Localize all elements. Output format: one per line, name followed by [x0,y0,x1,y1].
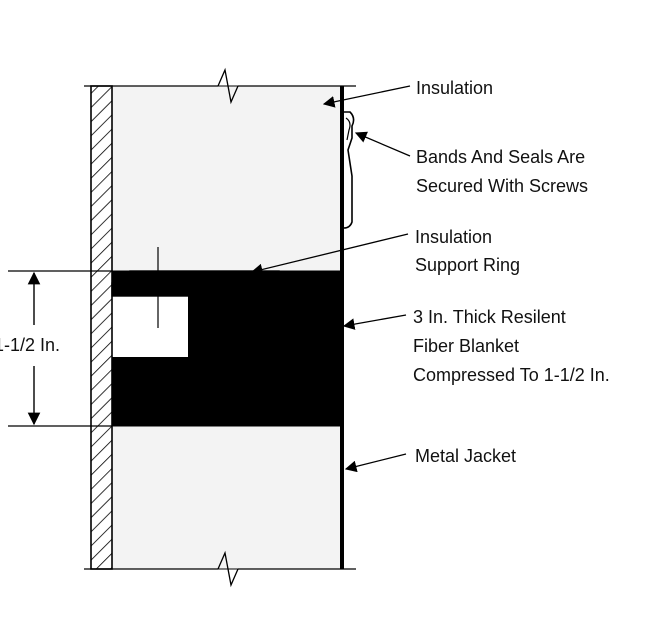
band-seal-clip-inner [345,117,351,141]
label-insulation: Insulation [416,78,494,98]
label-metal-jacket: Metal Jacket [415,446,517,466]
label-blanket-line1: 3 In. Thick Resilent [413,307,566,327]
leader-bands [354,131,411,157]
leader-insulation [322,85,411,108]
lower-insulation [111,425,343,570]
label-bands-line2: Secured With Screws [416,176,589,196]
label-blanket-line3: Compressed To 1-1/2 In. [413,365,610,385]
leader-fiber-blanket [342,314,407,330]
pipe-wall [90,85,113,570]
label-blanket-line2: Fiber Blanket [413,336,520,356]
label-support-ring-line1: Insulation [415,227,493,247]
band-seal-clip [343,111,355,229]
break-symbol-top [217,67,239,105]
label-bands-line1: Bands And Seals Are [416,147,586,167]
dimension-label: 1-1/2 In. [0,331,63,360]
leader-metal-jacket [344,453,407,473]
leader-support-ring [250,233,409,276]
upper-insulation [111,85,343,272]
label-support-ring-line2: Support Ring [415,255,521,275]
support-ring-web [111,282,189,297]
blanket-void [112,296,188,357]
support-ring-flange [129,270,280,283]
break-symbol-bottom [217,550,239,588]
fiber-blanket [112,271,342,426]
